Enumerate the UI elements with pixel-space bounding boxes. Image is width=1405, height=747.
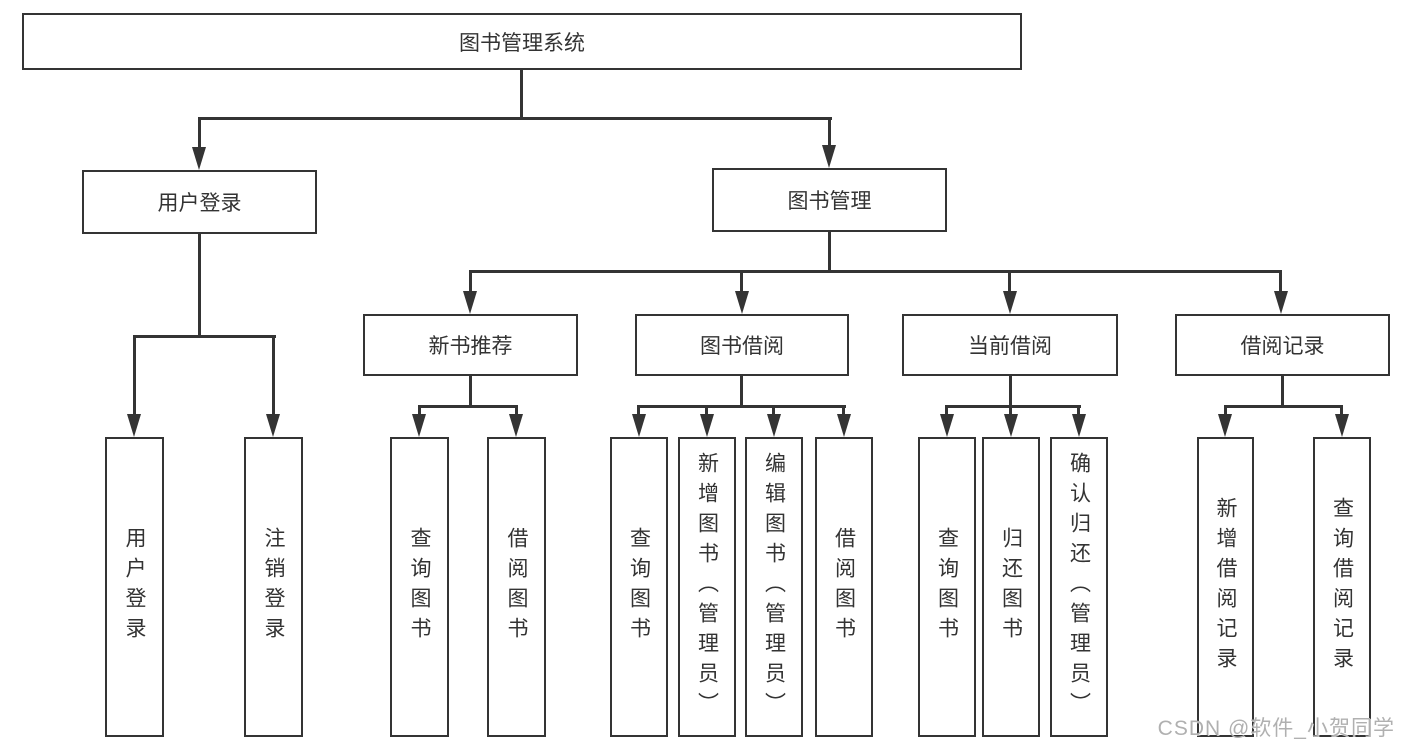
connector-vline xyxy=(418,405,421,417)
arrow-down-icon xyxy=(1072,414,1086,437)
connector-vline xyxy=(198,234,201,338)
connector-hline xyxy=(469,270,1282,273)
arrow-down-icon xyxy=(192,147,206,170)
watermark: CSDN @软件_小贺同学 xyxy=(1157,717,1395,740)
connector-vline xyxy=(469,270,472,294)
connector-vline xyxy=(637,405,640,417)
connector-vline xyxy=(515,405,518,417)
node-label: 归还图书 xyxy=(999,527,1023,647)
connector-hline xyxy=(198,117,832,120)
node-label: 编辑图书（管理员） xyxy=(762,452,786,722)
connector-vline xyxy=(772,405,775,417)
leaf-query-borrow-record: 查询借阅记录 xyxy=(1313,437,1371,737)
leaf-confirm-return-admin: 确认归还（管理员） xyxy=(1050,437,1108,737)
node-label: 查询图书 xyxy=(935,527,959,647)
node-label: 查询借阅记录 xyxy=(1330,497,1354,677)
connector-hline xyxy=(418,405,518,408)
node-label: 新书推荐 xyxy=(428,335,513,358)
connector-hline xyxy=(945,405,1081,408)
leaf-edit-book-admin: 编辑图书（管理员） xyxy=(745,437,803,737)
arrow-down-icon xyxy=(837,414,851,437)
connector-vline xyxy=(705,405,708,417)
connector-vline xyxy=(1281,376,1284,408)
node-label: 借阅图书 xyxy=(505,527,528,647)
connector-vline xyxy=(1008,270,1011,294)
node-root: 图书管理系统 xyxy=(22,13,1022,70)
arrow-down-icon xyxy=(463,291,477,314)
node-label: 用户登录 xyxy=(157,192,242,215)
connector-hline xyxy=(133,335,276,338)
connector-vline xyxy=(740,376,743,408)
arrow-down-icon xyxy=(1004,414,1018,437)
connector-hline xyxy=(637,405,846,408)
connector-vline xyxy=(1279,270,1282,294)
node-label: 借阅记录 xyxy=(1240,335,1325,358)
leaf-borrow-books-borrowing: 借阅图书 xyxy=(815,437,873,737)
arrow-down-icon xyxy=(700,414,714,437)
arrow-down-icon xyxy=(266,414,280,437)
node-label: 新增图书（管理员） xyxy=(695,452,719,722)
leaf-user-login: 用户登录 xyxy=(105,437,164,737)
arrow-down-icon xyxy=(412,414,426,437)
connector-vline xyxy=(272,335,275,417)
arrow-down-icon xyxy=(940,414,954,437)
node-label: 注销登录 xyxy=(262,527,285,647)
leaf-borrow-books-recommend: 借阅图书 xyxy=(487,437,546,737)
node-new-book-recommendation: 新书推荐 xyxy=(363,314,578,376)
connector-vline xyxy=(828,230,831,273)
arrow-down-icon xyxy=(1003,291,1017,314)
connector-vline xyxy=(1009,405,1012,417)
connector-vline xyxy=(1009,376,1012,408)
connector-vline xyxy=(133,335,136,417)
connector-hline xyxy=(1224,405,1342,408)
arrow-down-icon xyxy=(1274,291,1288,314)
leaf-logout: 注销登录 xyxy=(244,437,303,737)
connector-vline xyxy=(828,117,831,150)
arrow-down-icon xyxy=(127,414,141,437)
node-label: 图书管理 xyxy=(787,190,872,213)
arrow-down-icon xyxy=(632,414,646,437)
arrow-down-icon xyxy=(509,414,523,437)
node-label: 图书借阅 xyxy=(700,335,784,358)
node-label: 图书管理系统 xyxy=(459,31,585,55)
arrow-down-icon xyxy=(767,414,781,437)
connector-vline xyxy=(945,405,948,417)
node-current-borrowing: 当前借阅 xyxy=(902,314,1118,376)
connector-vline xyxy=(1224,405,1227,417)
leaf-query-books-current: 查询图书 xyxy=(918,437,976,737)
node-label: 新增借阅记录 xyxy=(1214,497,1237,677)
arrow-down-icon xyxy=(735,291,749,314)
leaf-query-books-borrowing: 查询图书 xyxy=(610,437,668,737)
node-book-management: 图书管理 xyxy=(712,168,947,232)
connector-vline xyxy=(842,405,845,417)
leaf-add-borrow-record: 新增借阅记录 xyxy=(1197,437,1254,737)
arrow-down-icon xyxy=(1218,414,1232,437)
connector-vline xyxy=(740,270,743,294)
connector-vline xyxy=(520,69,523,120)
connector-vline xyxy=(469,376,472,408)
node-label: 查询图书 xyxy=(408,527,431,647)
connector-vline xyxy=(1077,405,1080,417)
node-borrowing-records: 借阅记录 xyxy=(1175,314,1390,376)
node-label: 当前借阅 xyxy=(968,335,1052,358)
node-label: 借阅图书 xyxy=(832,527,856,647)
node-user-login: 用户登录 xyxy=(82,170,317,234)
leaf-return-book: 归还图书 xyxy=(982,437,1040,737)
connector-vline xyxy=(1340,405,1343,417)
leaf-query-books-recommend: 查询图书 xyxy=(390,437,449,737)
arrow-down-icon xyxy=(822,145,836,168)
connector-vline xyxy=(198,117,201,150)
node-label: 确认归还（管理员） xyxy=(1067,452,1091,722)
arrow-down-icon xyxy=(1335,414,1349,437)
node-label: 用户登录 xyxy=(123,527,146,647)
node-label: 查询图书 xyxy=(627,527,651,647)
leaf-add-book-admin: 新增图书（管理员） xyxy=(678,437,736,737)
node-book-borrowing: 图书借阅 xyxy=(635,314,849,376)
